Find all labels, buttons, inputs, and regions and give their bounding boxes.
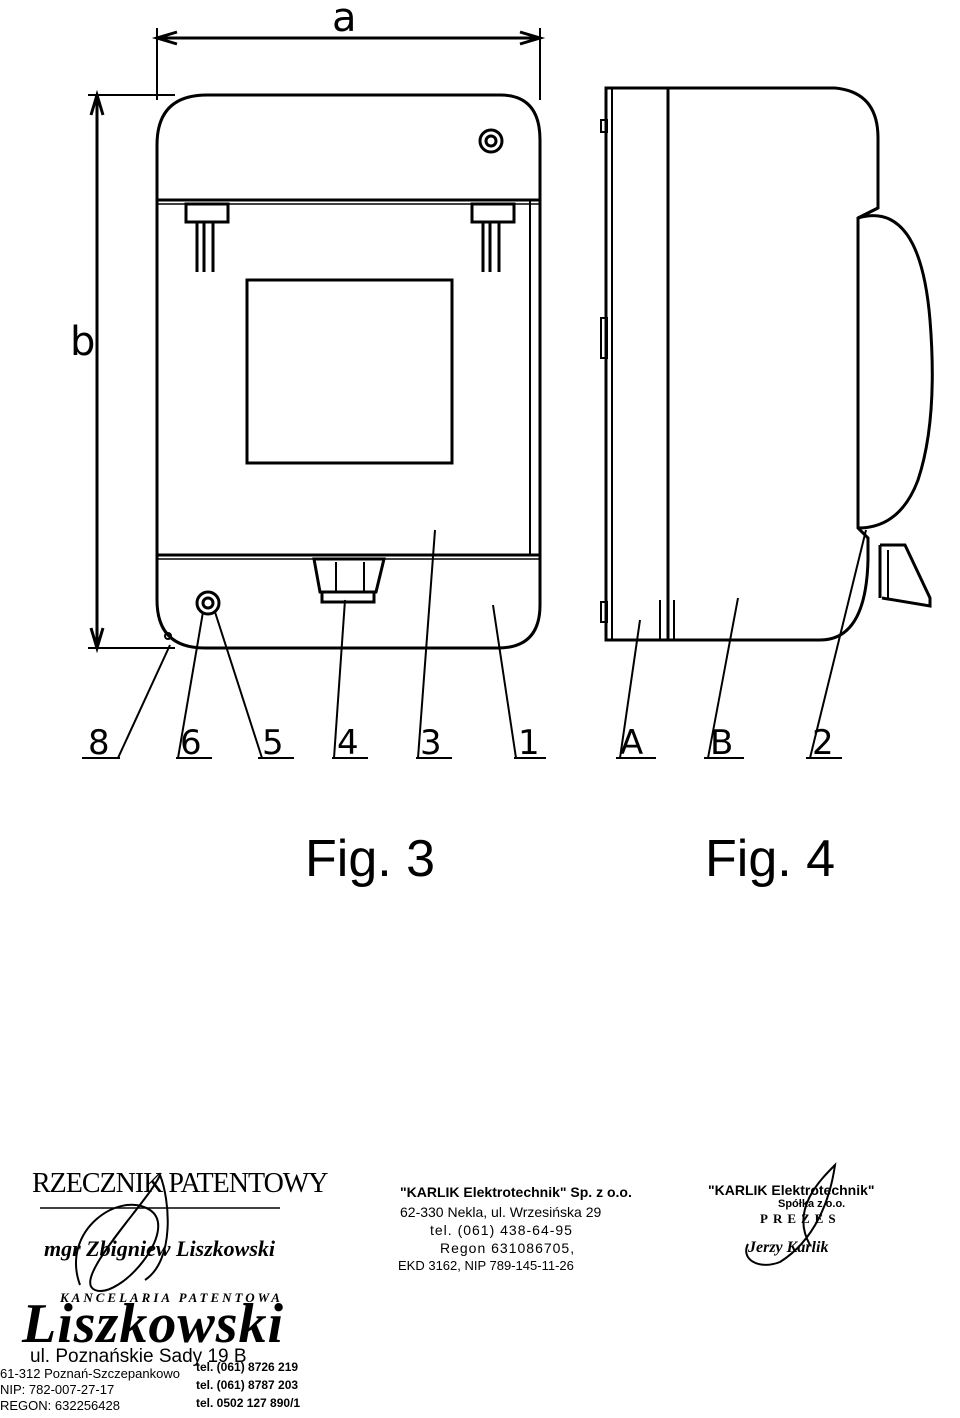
- attorney-tel-1: tel. (061) 8726 219: [196, 1360, 299, 1374]
- terminal-right: [470, 202, 516, 272]
- president-role: PREZES: [760, 1211, 841, 1226]
- cover-bulge: [857, 214, 934, 530]
- rear-strip: [604, 86, 670, 642]
- callout-6: 6: [180, 723, 202, 763]
- attorney-tel-3: tel. 0502 127 890/1: [196, 1396, 301, 1410]
- fig4-side-view: [600, 86, 934, 759]
- attorney-office: KANCELARIA PATENTOWA: [60, 1290, 283, 1305]
- callout-5: 5: [262, 723, 284, 763]
- callout-1: 1: [518, 723, 540, 763]
- callout-B: B: [710, 723, 733, 763]
- company-name: "KARLIK Elektrotechnik" Sp. z o.o.: [400, 1184, 632, 1200]
- fig4-leaders: [616, 529, 867, 759]
- callout-2: 2: [812, 723, 834, 763]
- side-body: [668, 86, 880, 642]
- screw-top-right: [478, 128, 504, 154]
- president-person: Jerzy Karlik: [748, 1239, 829, 1256]
- callout-4: 4: [337, 723, 359, 763]
- fig3-front-view: [82, 28, 546, 759]
- callout-3: 3: [420, 723, 442, 763]
- attorney-address: ul. Poznańskie Sady 19 B: [30, 1346, 247, 1367]
- attorney-nip: NIP: 782-007-27-17: [0, 1382, 115, 1397]
- company-regon: Regon 631086705,: [440, 1240, 576, 1256]
- fig3-leaders: [82, 529, 546, 759]
- president-signature: [745, 1162, 837, 1266]
- attorney-title: RZECZNIK PATENTOWY: [32, 1168, 328, 1199]
- company-address: 62-330 Nekla, ul. Wrzesińska 29: [400, 1204, 602, 1220]
- screw-bottom-left: [195, 590, 221, 616]
- president-company: "KARLIK Elektrotechnik": [708, 1182, 875, 1198]
- company-ekd: EKD 3162, NIP 789-145-11-26: [398, 1258, 574, 1273]
- attorney-logo: Liszkowski: [22, 1293, 285, 1355]
- mounting-clip: [878, 543, 932, 608]
- company-tel: tel. (061) 438-64-95: [430, 1222, 573, 1238]
- dim-a-label: a: [332, 0, 357, 41]
- cable-gland: [312, 557, 386, 604]
- president-form: Spółka z o.o.: [778, 1198, 846, 1210]
- attorney-city: 61-312 Poznań-Szczepankowo: [0, 1366, 180, 1381]
- terminal-left: [184, 202, 230, 272]
- small-hole: [164, 632, 172, 640]
- callout-A: A: [620, 723, 643, 763]
- inspection-window: [245, 278, 454, 465]
- attorney-name: mgr Zbigniew Liszkowski: [44, 1236, 276, 1261]
- attorney-tel-2: tel. (061) 8787 203: [196, 1378, 299, 1392]
- dim-b-label: b: [70, 319, 95, 365]
- fig4-caption: Fig. 4: [705, 830, 835, 888]
- callout-8: 8: [88, 723, 110, 763]
- attorney-regon: REGON: 632256428: [0, 1398, 120, 1413]
- housing-outline: [155, 93, 542, 650]
- fig3-caption: Fig. 3: [305, 830, 435, 888]
